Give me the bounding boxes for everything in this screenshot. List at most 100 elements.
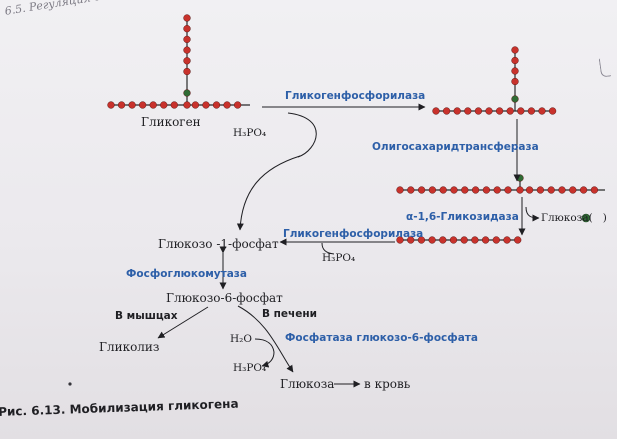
glucose-residue <box>495 107 504 115</box>
enzyme-glycogen-phosphorylase-2: Гликогенфосфорилаза <box>283 228 424 240</box>
glucose-residue <box>516 186 524 194</box>
enzyme-phosphoglucomutase: Фосфоглюкомутаза <box>126 268 247 280</box>
phosphate-output-curve <box>261 351 275 368</box>
glucose-blood-label: Глюкоза <box>280 377 335 391</box>
branch-point-residue <box>516 174 524 182</box>
glucose-residue <box>481 236 490 244</box>
to-blood-label: в кровь <box>364 377 411 391</box>
glucose-residue <box>471 236 479 244</box>
glucose-residue <box>170 101 178 109</box>
glucose-residue <box>407 186 415 194</box>
glucose-release-label: Глюкоза() <box>541 212 607 224</box>
glucose-6-phosphate-label: Глюкозо-6-фосфат <box>166 291 283 305</box>
glucose-residue <box>183 25 191 33</box>
glucose-release-arrow <box>525 206 540 222</box>
glucose-residue <box>183 14 191 22</box>
glucose-residue <box>569 186 577 194</box>
phosphate-label-2: H₃PO₄ <box>322 252 356 264</box>
glucose-residue <box>233 101 242 109</box>
glucose-residue <box>453 107 461 115</box>
glucose-residue <box>183 101 191 109</box>
enzyme-glycogen-phosphorylase-1: Гликогенфосфорилаза <box>285 90 426 102</box>
glycogen-molecule <box>107 14 250 109</box>
glucose-residue <box>128 101 136 109</box>
glucose-residue <box>428 186 437 194</box>
glucose-residue <box>428 236 436 244</box>
phosphate-input-curve-2 <box>321 242 335 255</box>
water-input-curve <box>254 338 275 353</box>
phosphate-label-1: H₃PO₄ <box>233 127 267 139</box>
glucose-residue <box>160 101 168 109</box>
glucose-residue <box>442 107 451 115</box>
glucose-residue <box>474 107 483 115</box>
glucose-residue <box>107 101 115 109</box>
glucose-residue <box>183 35 191 44</box>
glucose-residue <box>547 186 555 194</box>
glucose-dot-icon <box>581 213 591 223</box>
glucose-residue <box>396 186 404 194</box>
glucose-residue <box>503 236 511 244</box>
in-muscles-label: В мышцах <box>115 310 178 322</box>
glucose-residue <box>506 107 514 115</box>
transferred-chain-molecule <box>396 174 605 194</box>
glucose-residue <box>407 236 415 244</box>
glucose-residue <box>183 46 191 54</box>
phosphate-label-3: H₃PO₄ <box>233 362 267 374</box>
glucose-residue <box>212 101 221 109</box>
glucose-residue <box>548 107 557 115</box>
branch-point-residue <box>511 95 519 103</box>
glucose-residue <box>511 56 519 65</box>
branch-point-residue <box>183 89 191 97</box>
glucose-residue <box>511 67 519 75</box>
glucose-residue <box>117 101 126 109</box>
glucose-residue <box>492 236 500 244</box>
glucose-residue <box>471 186 480 194</box>
glucose-residue <box>396 236 404 244</box>
glucose-residue <box>439 186 447 194</box>
glucose-residue <box>511 46 519 54</box>
glucose-residue <box>202 101 210 109</box>
glucose-residue <box>482 186 491 194</box>
linear-chain-molecule <box>396 236 522 244</box>
glucose-residue <box>139 101 147 109</box>
enzyme-alpha-glucosidase: α-1,6-Гликозидаза <box>406 211 519 223</box>
glucose-residue <box>191 101 200 109</box>
glucose-residue <box>460 236 468 244</box>
glucose-residue <box>417 236 426 244</box>
glycogen-label: Гликоген <box>141 115 201 129</box>
glucose-residue <box>525 186 534 194</box>
glucose-residue <box>183 67 191 76</box>
glucose-residue <box>449 236 458 244</box>
glucose-1-phosphate-label: Глюкозо -1-фосфат <box>158 237 279 251</box>
degraded-glycogen-molecule <box>432 46 557 115</box>
glycolysis-label: Гликолиз <box>99 340 160 354</box>
liver-pathway-arrow <box>237 305 294 373</box>
glucose-residue <box>439 236 447 244</box>
glucose-residue <box>527 107 536 115</box>
page-mark <box>68 382 72 386</box>
glucose-residue <box>461 186 469 194</box>
water-label: H₂O <box>230 333 252 345</box>
enzyme-glucose-6-phosphatase: Фосфатаза глюкозо-6-фосфата <box>285 332 478 344</box>
glucose-1-phosphate-release-arrow <box>236 155 301 231</box>
glucose-residue <box>517 107 525 115</box>
glucose-residue <box>223 101 231 109</box>
glucose-residue <box>590 186 599 194</box>
glucose-residue <box>149 101 157 109</box>
glucose-residue <box>538 107 546 115</box>
glucose-residue <box>464 107 472 115</box>
in-liver-label: В печени <box>262 308 317 320</box>
muscle-pathway-arrow <box>157 306 209 339</box>
glucose-residue <box>514 236 522 244</box>
glucose-residue <box>558 186 566 194</box>
glucose-residue <box>493 186 501 194</box>
phosphate-input-curve <box>287 112 317 158</box>
glucose-residue <box>183 57 191 65</box>
glucose-residue <box>485 107 493 115</box>
glucose-residue <box>536 186 545 194</box>
glucose-residue <box>450 186 458 194</box>
enzyme-oligosaccharide-transferase: Олигосахаридтрансфераза <box>372 141 539 153</box>
glucose-residue <box>579 186 588 194</box>
